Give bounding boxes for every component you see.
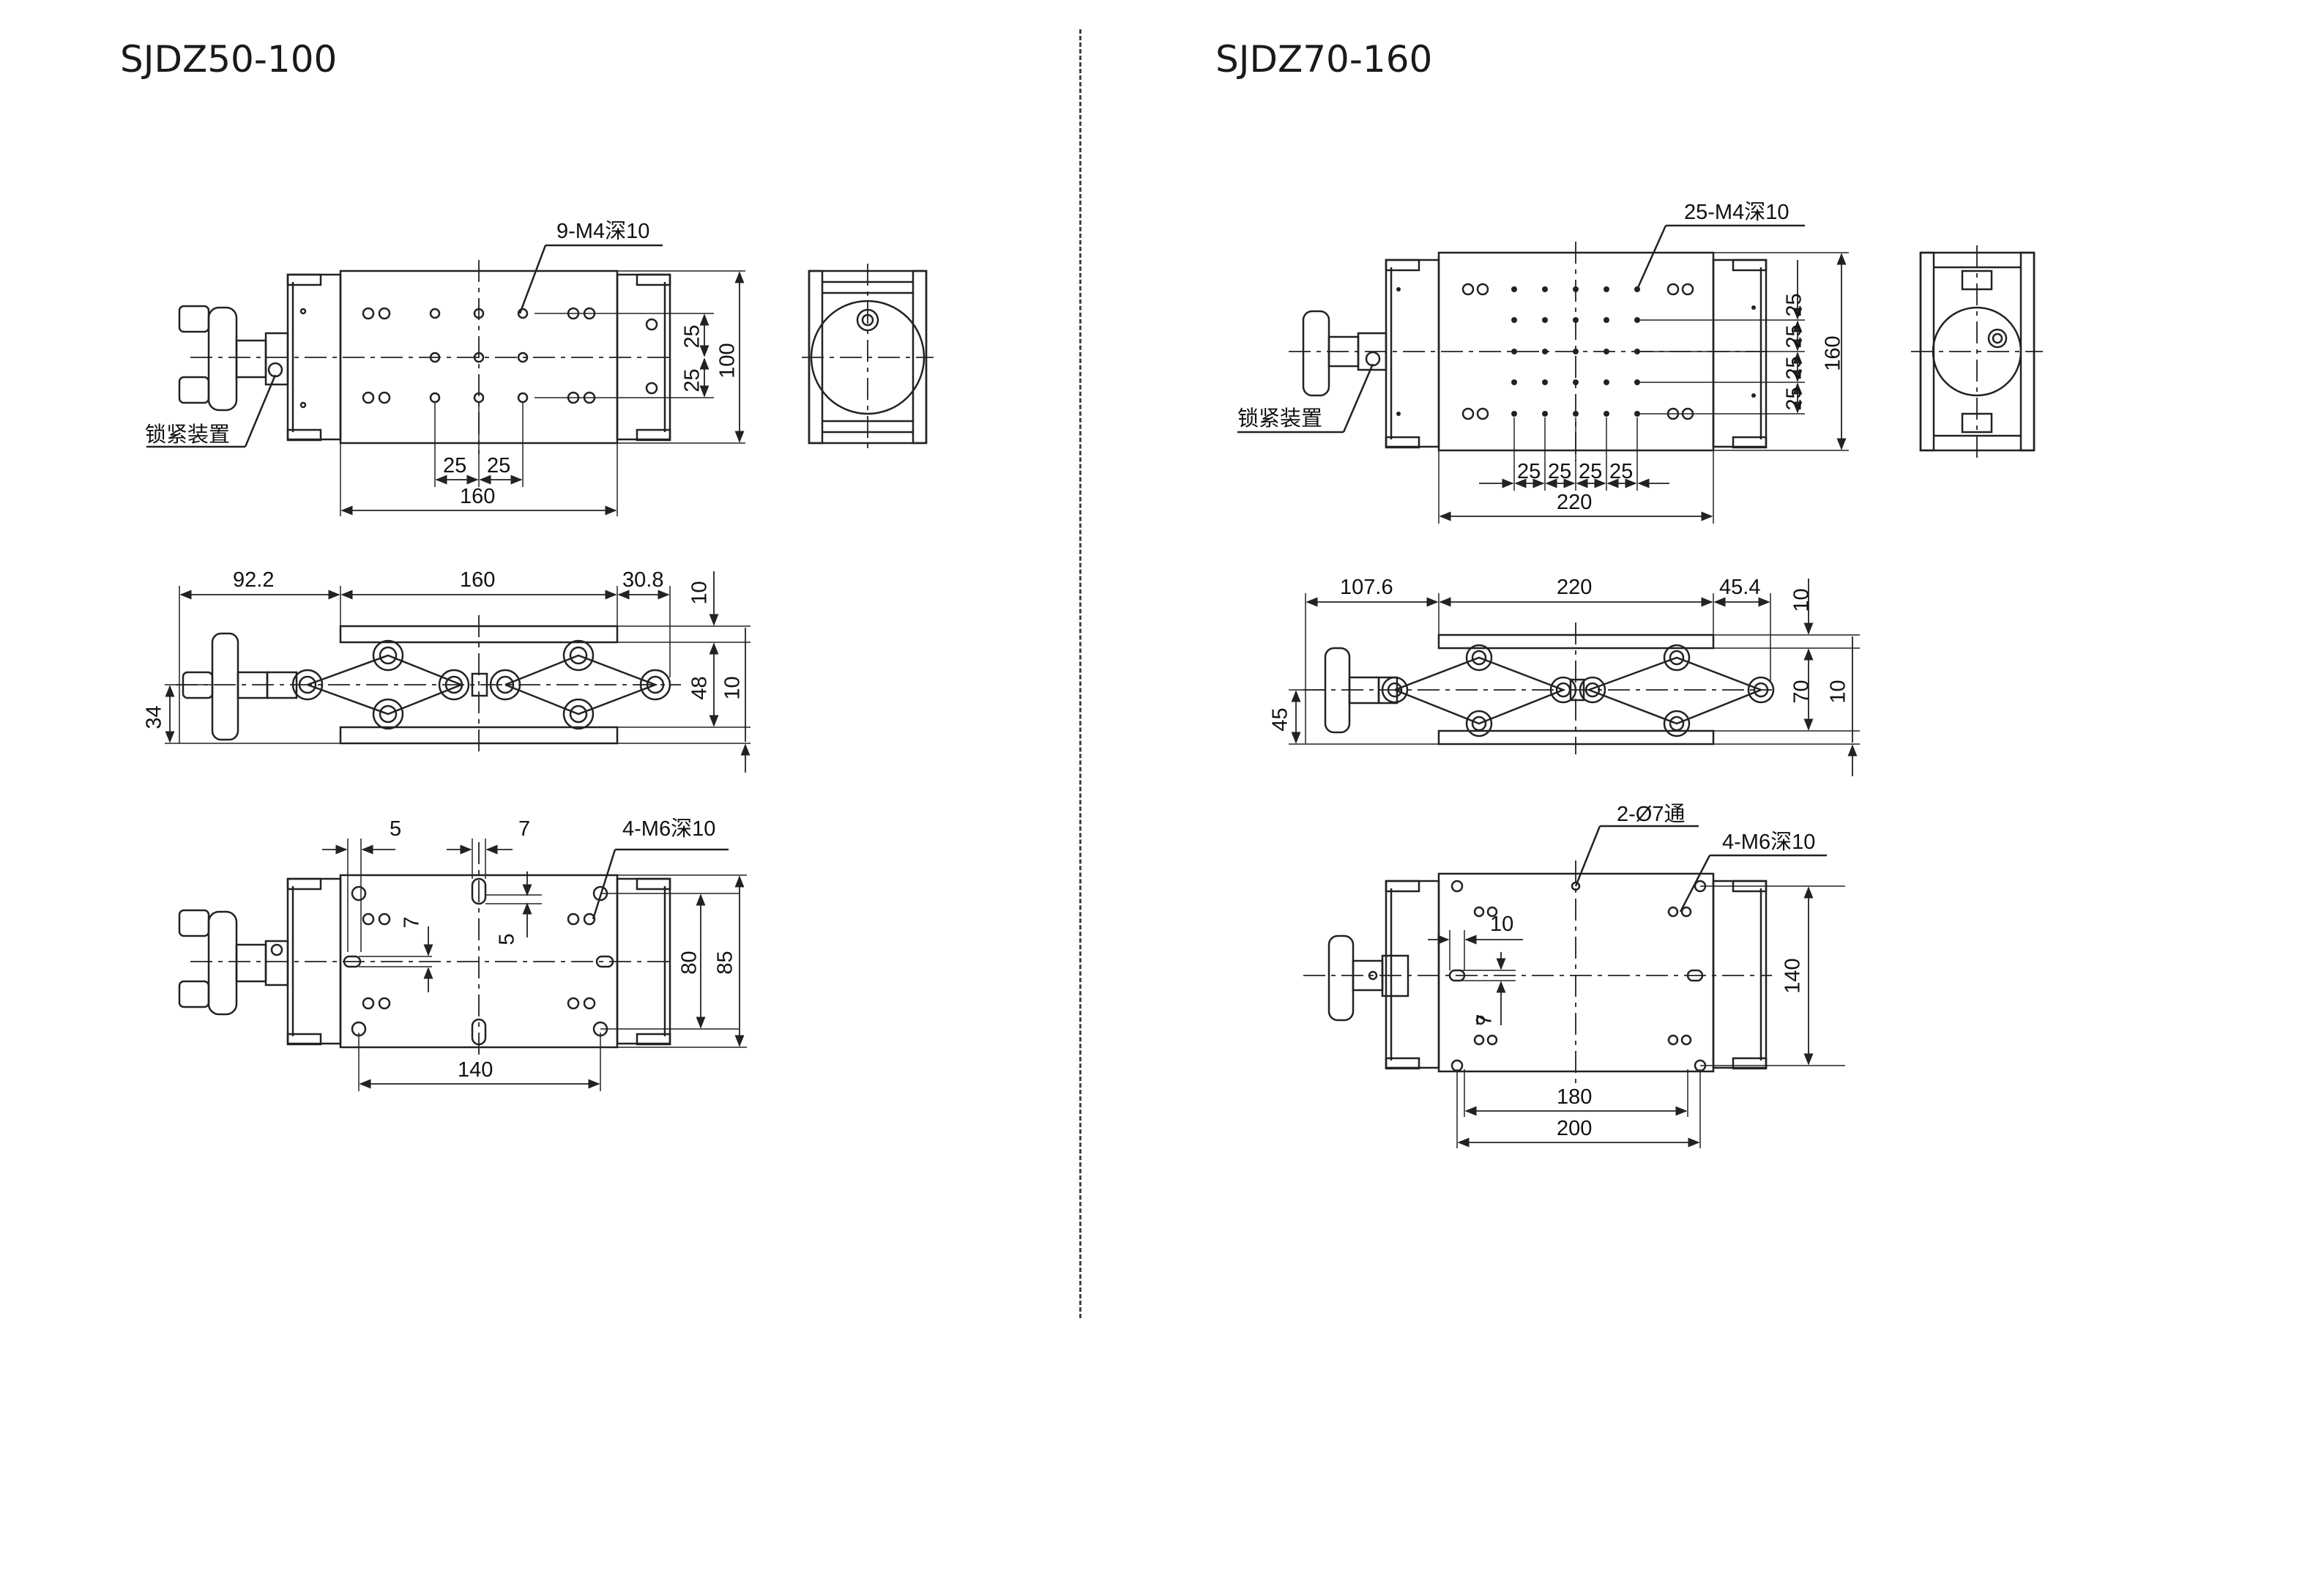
left-side-dim-10-top: 10 bbox=[688, 581, 712, 605]
left-side-dim-10-bottom: 10 bbox=[720, 676, 745, 700]
right-top-dim-160: 160 bbox=[1821, 335, 1845, 371]
left-top-dim-25-lower: 25 bbox=[680, 368, 704, 393]
right-side-dim-10-bottom: 10 bbox=[1826, 680, 1850, 704]
left-side-dim-34: 34 bbox=[142, 705, 166, 729]
left-side-dim-92: 92.2 bbox=[233, 568, 275, 592]
left-top-view bbox=[146, 244, 745, 516]
right-bottom-dim-200: 200 bbox=[1557, 1117, 1593, 1140]
right-side-dim-45: 45.4 bbox=[1719, 576, 1761, 599]
right-top-view bbox=[1237, 224, 1849, 524]
right-top-dim-25-3: 25 bbox=[1782, 356, 1806, 380]
left-top-dim-100: 100 bbox=[715, 343, 740, 379]
left-side-dim-160: 160 bbox=[460, 568, 496, 592]
left-model-title: SJDZ50-100 bbox=[120, 38, 338, 81]
right-lock-label: 锁紧装置 bbox=[1237, 407, 1323, 431]
left-top-dim-25-upper: 25 bbox=[680, 324, 704, 349]
left-side-view bbox=[165, 571, 751, 773]
left-bottom-holes-note: 4-M6深10 bbox=[622, 817, 716, 841]
right-bottom-dim-7: 7 bbox=[1472, 1014, 1497, 1026]
right-top-dim-25-h1: 25 bbox=[1517, 460, 1541, 483]
right-top-dim-25-4: 25 bbox=[1782, 387, 1806, 411]
right-model-title: SJDZ70-160 bbox=[1215, 38, 1433, 81]
left-top-holes bbox=[299, 307, 658, 409]
right-bottom-dim-140: 140 bbox=[1781, 958, 1805, 994]
left-bottom-dim-5: 5 bbox=[390, 817, 402, 841]
left-bottom-dim-85: 85 bbox=[713, 951, 737, 975]
right-bottom-holes-note-through: 2-Ø7通 bbox=[1617, 803, 1686, 826]
left-bottom-view bbox=[178, 839, 747, 1091]
right-top-dim-25-h4: 25 bbox=[1609, 460, 1634, 483]
right-side-dim-10-top: 10 bbox=[1789, 588, 1814, 612]
right-end-view bbox=[1911, 245, 2043, 458]
left-side-dim-48: 48 bbox=[688, 676, 712, 700]
right-top-dim-25-1: 25 bbox=[1782, 293, 1806, 317]
right-top-dim-25-h3: 25 bbox=[1579, 460, 1603, 483]
left-side-dim-30: 30.8 bbox=[622, 568, 664, 592]
left-end-view bbox=[802, 264, 934, 450]
right-side-dim-45-vertical: 45 bbox=[1268, 707, 1292, 732]
left-top-dim-160: 160 bbox=[460, 485, 496, 508]
right-bottom-view bbox=[1303, 825, 1845, 1148]
left-top-dim-25-right: 25 bbox=[487, 454, 511, 477]
left-bottom-dim-140: 140 bbox=[458, 1058, 494, 1082]
right-bottom-holes-note: 4-M6深10 bbox=[1722, 830, 1816, 854]
right-top-dim-220: 220 bbox=[1557, 491, 1593, 514]
right-side-dim-220: 220 bbox=[1557, 576, 1593, 599]
right-bottom-dim-180: 180 bbox=[1557, 1085, 1593, 1109]
left-bottom-dim-7-top: 7 bbox=[518, 817, 531, 841]
right-side-view bbox=[1289, 579, 1860, 776]
right-bottom-dim-10: 10 bbox=[1490, 913, 1514, 936]
left-top-holes-note: 9-M4深10 bbox=[556, 220, 650, 243]
right-top-dim-25-h2: 25 bbox=[1548, 460, 1572, 483]
right-side-dim-70: 70 bbox=[1789, 680, 1814, 704]
right-side-dim-107: 107.6 bbox=[1340, 576, 1393, 599]
right-top-dim-25-2: 25 bbox=[1782, 324, 1806, 349]
left-bottom-dim-5-side: 5 bbox=[495, 933, 519, 945]
sheet-divider bbox=[1079, 29, 1081, 1318]
left-top-dim-25-left: 25 bbox=[443, 454, 467, 477]
left-lock-label: 锁紧装置 bbox=[145, 423, 231, 447]
left-bottom-dim-7-side: 7 bbox=[400, 916, 424, 929]
left-bottom-dim-80: 80 bbox=[677, 951, 701, 975]
right-top-holes-note: 25-M4深10 bbox=[1684, 201, 1789, 224]
